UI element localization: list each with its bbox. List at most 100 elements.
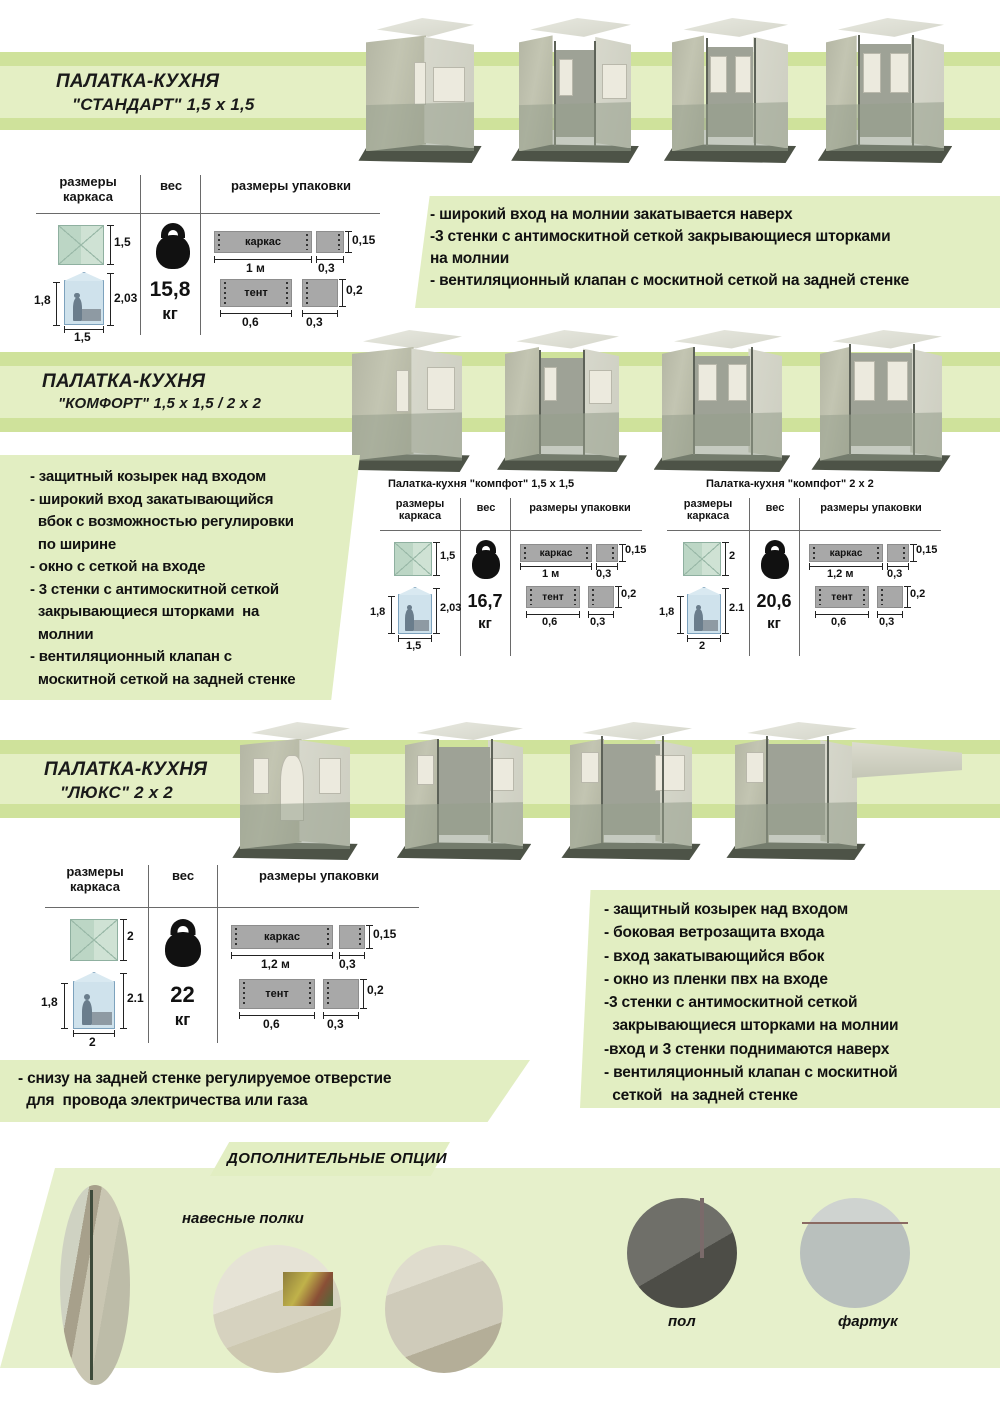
weight-unit: кг <box>478 615 492 632</box>
options-title: ДОПОЛНИТЕЛЬНЫЕ ОПЦИИ <box>227 1150 447 1167</box>
tent-photo-komfort-2 <box>497 330 627 472</box>
note-panel-lux <box>0 1060 530 1122</box>
frame-side-left: 1,8 <box>41 995 58 1009</box>
packing-frame-label: каркас <box>263 931 301 943</box>
spec-header-frame: размеры каркаса <box>683 498 733 523</box>
spec-caption-komfort-15: Палатка-кухня "компфот" 1,5 х 1,5 <box>388 478 575 490</box>
packing-frame-length: 1,2 м <box>827 568 854 580</box>
frame-bottom-width: 2 <box>89 1035 96 1049</box>
option-image-floor <box>627 1198 737 1308</box>
feature-item: сеткой на задней стенке <box>604 1087 798 1104</box>
frame-top-view <box>70 919 118 961</box>
section-title-lux-line1: ПАЛАТКА-КУХНЯ <box>44 759 208 780</box>
spec-header-weight: вес <box>159 178 183 193</box>
packing-tent-length: 0,6 <box>542 616 558 628</box>
frame-side-right: 2.1 <box>127 991 144 1005</box>
frame-side-right: 2,03 <box>114 291 138 305</box>
packing-frame-depth-box <box>339 925 365 949</box>
weight-unit: кг <box>174 1010 191 1029</box>
packing-frame-depth-box <box>887 544 909 562</box>
options-floor-label: пол <box>668 1313 696 1330</box>
tent-photo-komfort-4 <box>811 330 951 472</box>
packing-frame-label: каркас <box>244 236 282 248</box>
packing-frame-height: 0,15 <box>625 544 647 556</box>
tent-photo-standart-1 <box>358 18 482 163</box>
option-image-shelf-vertical <box>60 1185 130 1385</box>
feature-item: -3 стенки с антимоскитной сеткой <box>604 994 858 1011</box>
note-lux: - снизу на задней стенке регулируемое от… <box>18 1068 538 1113</box>
feature-item: закрывающиеся шторками на <box>30 603 260 620</box>
section-title-lux-line2: "ЛЮКС" 2 х 2 <box>60 783 173 803</box>
frame-bottom-width: 1,5 <box>74 330 91 344</box>
weight-icon <box>759 540 791 580</box>
spec-header-packing: размеры упаковки <box>529 502 631 514</box>
features-panel-lux <box>580 890 1000 1108</box>
weight-icon <box>470 540 502 580</box>
weight-value: 22 <box>170 982 195 1007</box>
packing-frame-length: 1 м <box>246 261 265 275</box>
feature-item: - вентиляционный клапан с <box>30 648 232 665</box>
spec-header-weight: вес <box>765 502 785 514</box>
feature-item: - окно с сеткой на входе <box>30 558 206 575</box>
spec-table-standart: размеры каркаса вес размеры упаковки 1,5… <box>30 174 380 344</box>
packing-frame-depth: 0,3 <box>887 568 903 580</box>
floor-frame-pole <box>700 1198 704 1258</box>
spec-header-packing: размеры упаковки <box>230 178 352 193</box>
packing-tent-depth: 0,3 <box>590 616 606 628</box>
packing-tent-depth-box <box>302 279 338 307</box>
frame-top-height: 1,5 <box>114 235 131 249</box>
packing-frame-depth-box <box>596 544 618 562</box>
packing-tent-box: тент <box>220 279 292 307</box>
feature-item: -вход и 3 стенки поднимаются наверх <box>604 1040 890 1058</box>
packing-frame-length: 1,2 м <box>261 957 290 971</box>
packing-frame-depth: 0,3 <box>596 568 612 580</box>
feature-item: - вход закатывающийся вбок <box>604 947 825 965</box>
tent-photo-lux-1 <box>232 722 358 860</box>
packing-frame-depth: 0,3 <box>339 957 356 971</box>
packing-tent-box: тент <box>239 979 315 1009</box>
frame-top-height: 1,5 <box>440 550 456 562</box>
spec-header-frame: размеры каркаса <box>59 174 117 204</box>
spec-header-weight: вес <box>476 502 496 514</box>
section-title-komfort-line1: ПАЛАТКА-КУХНЯ <box>42 371 206 392</box>
option-image-shelf-ladder <box>385 1245 503 1373</box>
packing-tent-box: тент <box>815 586 869 608</box>
feature-item: - защитный козырек над входом <box>30 468 266 485</box>
packing-frame-box: каркас <box>231 925 333 949</box>
frame-side-left: 1,8 <box>34 293 51 307</box>
tent-photo-lux-4 <box>726 722 866 860</box>
packing-frame-depth: 0,3 <box>318 261 335 275</box>
spec-table-komfort-15: размеры каркаса вес размеры упаковки 1,5… <box>370 498 648 663</box>
features-standart: - широкий вход на молнии закатывается на… <box>430 204 1000 292</box>
section-title-komfort: ПАЛАТКА-КУХНЯ "КОМФОРТ" 1,5 х 1,5 / 2 х … <box>42 370 382 414</box>
section-title-standart-line2: "СТАНДАРТ" 1,5 х 1,5 <box>72 95 255 115</box>
spec-table-lux: размеры каркаса вес размеры упаковки 2 1… <box>35 864 425 1049</box>
section-title-lux: ПАЛАТКА-КУХНЯ "ЛЮКС" 2 х 2 <box>44 758 344 804</box>
packing-tent-length: 0,6 <box>831 616 847 628</box>
packing-tent-height: 0,2 <box>367 983 384 997</box>
packing-tent-height: 0,2 <box>910 588 926 600</box>
options-apron-label: фартук <box>838 1313 898 1330</box>
packing-tent-depth-box <box>323 979 359 1009</box>
packing-tent-label: тент <box>265 988 289 1000</box>
feature-item: - 3 стенки с антимоскитной сеткой <box>30 580 279 598</box>
section-title-standart-line1: ПАЛАТКА-КУХНЯ <box>56 71 220 92</box>
packing-tent-depth-box <box>588 586 614 608</box>
frame-side-left: 1,8 <box>370 606 386 618</box>
features-panel-komfort <box>0 455 360 700</box>
feature-item: - защитный козырек над входом <box>604 901 849 918</box>
tent-photo-standart-2 <box>511 18 639 163</box>
packing-tent-height: 0,2 <box>346 283 363 297</box>
tent-photo-lux-3 <box>561 722 701 860</box>
feature-item: - вентиляционный клапан с москитной сетк… <box>430 272 910 289</box>
feature-item: - широкий вход на молнии закатывается на… <box>430 206 793 223</box>
packing-frame-depth-box <box>316 231 344 253</box>
section-title-komfort-line2: "КОМФОРТ" 1,5 х 1,5 / 2 х 2 <box>58 395 262 413</box>
feature-item: молнии <box>30 625 94 643</box>
packing-tent-depth: 0,3 <box>327 1017 344 1031</box>
weight-icon <box>163 919 203 967</box>
options-title-banner <box>210 1142 450 1176</box>
packing-frame-box: каркас <box>214 231 312 253</box>
options-shelves-label: навесные полки <box>182 1210 304 1227</box>
frame-top-height: 2 <box>729 550 736 562</box>
